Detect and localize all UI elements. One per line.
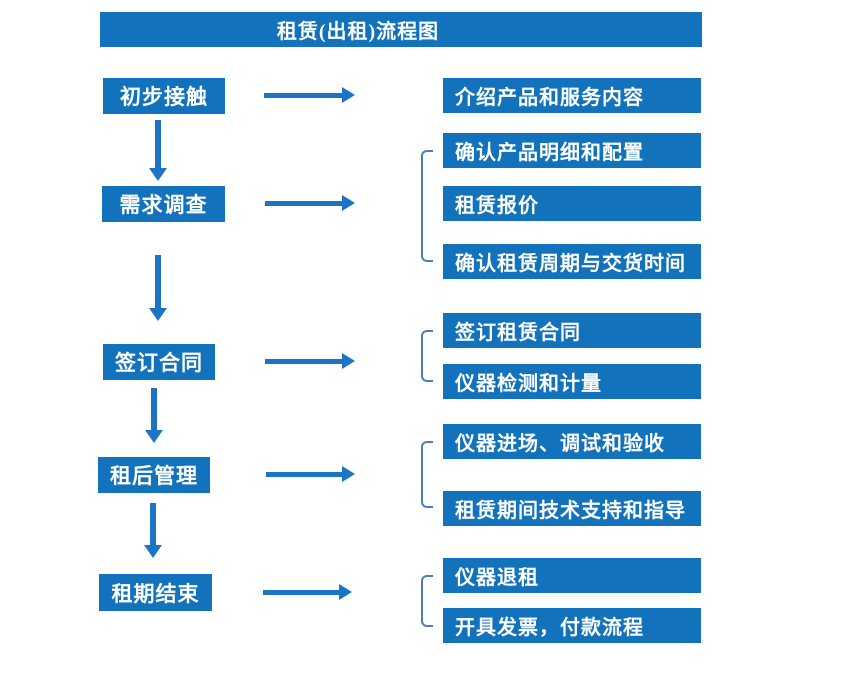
detail-box-invoice-payment: 开具发票，付款流程 [443, 608, 701, 643]
detail-label: 介绍产品和服务内容 [455, 87, 644, 109]
stage-box-lease-end: 租期结束 [99, 574, 212, 611]
detail-label: 签订租赁合同 [455, 322, 581, 344]
stage-box-post-rental-management: 租后管理 [98, 457, 210, 493]
stage-label: 签订合同 [115, 351, 203, 375]
stage-label: 初步接触 [120, 85, 208, 109]
detail-label: 确认租赁周期与交货时间 [455, 253, 686, 275]
stage-box-initial-contact: 初步接触 [103, 78, 225, 114]
detail-box-introduce-products: 介绍产品和服务内容 [443, 78, 701, 113]
stage-box-demand-survey: 需求调查 [102, 186, 225, 222]
page-title: 租赁(出租)流程图 [276, 21, 440, 43]
title-banner: 租赁(出租)流程图 [100, 12, 702, 47]
detail-box-rental-quote: 租赁报价 [443, 186, 701, 221]
stage-label: 租期结束 [111, 581, 200, 606]
group-bracket [421, 575, 433, 627]
detail-label: 开具发票，付款流程 [455, 617, 644, 639]
stage-label: 租后管理 [110, 464, 198, 488]
detail-label: 确认产品明细和配置 [455, 142, 644, 164]
detail-label: 仪器进场、调试和验收 [455, 433, 665, 455]
stage-label: 需求调查 [119, 193, 208, 217]
detail-label: 仪器退租 [455, 567, 539, 589]
detail-label: 仪器检测和计量 [455, 373, 602, 395]
detail-label: 租赁报价 [455, 195, 539, 217]
detail-box-sign-rental-contract: 签订租赁合同 [443, 313, 701, 348]
group-bracket [421, 150, 433, 262]
group-bracket [421, 441, 433, 508]
stage-box-sign-contract: 签订合同 [103, 344, 215, 380]
group-bracket [421, 330, 433, 382]
detail-box-instrument-setup-acceptance: 仪器进场、调试和验收 [443, 424, 701, 459]
detail-box-instrument-return: 仪器退租 [443, 558, 701, 593]
detail-box-confirm-product-config: 确认产品明细和配置 [443, 133, 701, 168]
detail-box-tech-support: 租赁期间技术支持和指导 [443, 491, 701, 526]
detail-label: 租赁期间技术支持和指导 [455, 500, 686, 522]
detail-box-instrument-testing: 仪器检测和计量 [443, 364, 701, 399]
detail-box-confirm-period-delivery: 确认租赁周期与交货时间 [443, 244, 701, 279]
